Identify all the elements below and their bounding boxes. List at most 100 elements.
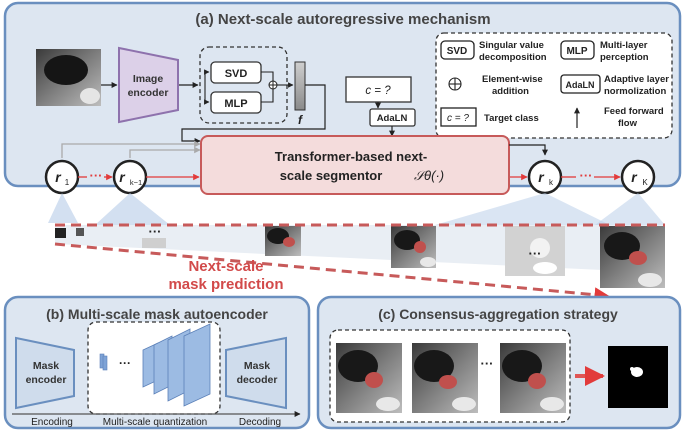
panel-a-title: (a) Next-scale autoregressive mechanism (195, 11, 490, 28)
sample-mask-3 (500, 343, 566, 413)
quantization-dots: ··· (119, 356, 131, 370)
ct-input-lung (44, 55, 88, 85)
mask-image-2 (391, 226, 436, 268)
mask-thumb-2 (76, 228, 84, 236)
image-encoder-label-line2: encoder (128, 87, 169, 99)
mlp-label: MLP (224, 98, 247, 110)
strip-bottom-dashed-arrow (54, 242, 610, 303)
svd-label: SVD (225, 68, 248, 80)
transformer-block (200, 135, 510, 195)
legend-addition-icon (448, 77, 462, 91)
projection-rk (435, 193, 610, 225)
mask-strip-band (55, 225, 665, 273)
gray-arrow-r1-to-transformer (61, 140, 201, 158)
legend-class-key (440, 107, 477, 127)
panel-c: (c) Consensus-aggregation strategy ··· (316, 295, 682, 430)
legend-svd-desc-line2: decomposition (479, 52, 547, 63)
aggregated-mask (608, 346, 668, 408)
token-map-small (99, 353, 108, 371)
gray-arrow-rk1-to-transformer (129, 146, 201, 158)
strip-dots-2: ··· (529, 246, 542, 261)
ct-input-bone (80, 88, 100, 104)
legend-add-desc-line1: Element-wise (482, 74, 543, 85)
mask-decoder-label-line2: decoder (237, 374, 278, 386)
transformer-label-line2: scale segmentor (280, 168, 383, 183)
node-rk: r k (527, 159, 563, 195)
decoding-label: Decoding (239, 417, 281, 428)
panel-a: (a) Next-scale autoregressive mechanism … (3, 1, 682, 195)
legend-class-desc: Target class (484, 113, 539, 124)
ct-input-image (36, 49, 101, 106)
node-rK-subscript: K (642, 178, 648, 187)
panel-c-title: (c) Consensus-aggregation strategy (378, 306, 618, 322)
legend-flow-desc-line1: Feed forward (604, 106, 664, 117)
adaln-label: AdaLN (377, 113, 408, 124)
legend-svd-key-label: SVD (447, 46, 468, 57)
segmentor-symbol: 𝒮θ(·) (414, 168, 444, 183)
legend-mlp-key-label: MLP (566, 46, 587, 57)
dots-r1-rk1: ··· (90, 168, 103, 183)
sample-mask-1 (336, 343, 402, 413)
node-rK: r K (620, 159, 656, 195)
arrow-transformer-to-rk (509, 144, 548, 156)
legend-box (435, 32, 673, 139)
projection-r1 (48, 193, 78, 223)
mask-decoder-block (225, 336, 287, 410)
token-map-stack (142, 323, 211, 407)
mask-image-3 (505, 226, 565, 276)
node-rk1-subscript: k−1 (130, 178, 142, 187)
legend-mlp-key (560, 40, 595, 60)
node-rk-symbol: r (538, 169, 545, 185)
legend-add-desc-line2: addition (492, 86, 529, 97)
node-r1-symbol: r (55, 169, 62, 185)
addition-icon (268, 80, 278, 90)
legend-adaln-desc-line1: Adaptive layer (604, 74, 669, 85)
arrow-feature-to-transformer (181, 84, 326, 144)
mask-encoder-label-line1: Mask (33, 360, 59, 372)
node-rk-minus-1: r k−1 (112, 159, 148, 195)
svd-to-add-line (261, 71, 274, 81)
legend-class-key-label: c = ? (447, 113, 469, 124)
mask-thumb-1 (55, 228, 66, 238)
mask-encoder-label-line2: encoder (26, 374, 67, 386)
mask-strip: ··· ··· Next-scale mask predictio (48, 193, 665, 303)
node-r1-subscript: 1 (65, 178, 70, 187)
panel-b-title: (b) Multi-scale mask autoencoder (46, 306, 268, 322)
node-rk-subscript: k (549, 178, 554, 187)
sample-mask-2 (412, 343, 478, 413)
mlp-to-add-line (261, 89, 274, 103)
mask-image-4 (600, 226, 665, 288)
panel-b: (b) Multi-scale mask autoencoder Mask en… (3, 295, 311, 430)
node-rk1-symbol: r (119, 169, 126, 185)
image-encoder-label-line1: Image (133, 73, 164, 85)
legend-svd-desc-line1: Singular value (479, 40, 544, 51)
legend-adaln-key-label: AdaLN (566, 80, 595, 90)
image-encoder-block (118, 46, 179, 124)
feature-bar (294, 61, 306, 111)
strip-dots-1: ··· (149, 224, 162, 239)
legend-flow-desc-line2: flow (618, 118, 638, 129)
node-r1: r 1 (44, 159, 80, 195)
node-rK-symbol: r (631, 169, 638, 185)
encoding-label: Encoding (31, 417, 73, 428)
legend-mlp-desc-line1: Multi-layer (600, 40, 648, 51)
arrow-to-svd (204, 69, 210, 85)
class-box-label: c = ? (365, 85, 391, 97)
mask-thumb-3 (142, 238, 166, 248)
projection-rK (595, 193, 665, 225)
feature-symbol: f (298, 113, 303, 127)
mask-prediction-label-line2: mask prediction (168, 276, 283, 293)
legend-svd-key (440, 40, 475, 60)
legend-adaln-key (560, 74, 601, 94)
arrow-to-mlp (204, 85, 210, 105)
quantization-label: Multi-scale quantization (103, 417, 208, 428)
dots-rk-rK: ··· (580, 168, 593, 183)
mask-encoder-block (15, 336, 75, 410)
mask-image-1 (265, 226, 301, 256)
mask-decoder-label-line1: Mask (244, 360, 270, 372)
legend-adaln-desc-line2: normolization (604, 86, 666, 97)
transformer-label-line1: Transformer-based next- (275, 149, 427, 164)
projection-rk1 (95, 193, 170, 225)
